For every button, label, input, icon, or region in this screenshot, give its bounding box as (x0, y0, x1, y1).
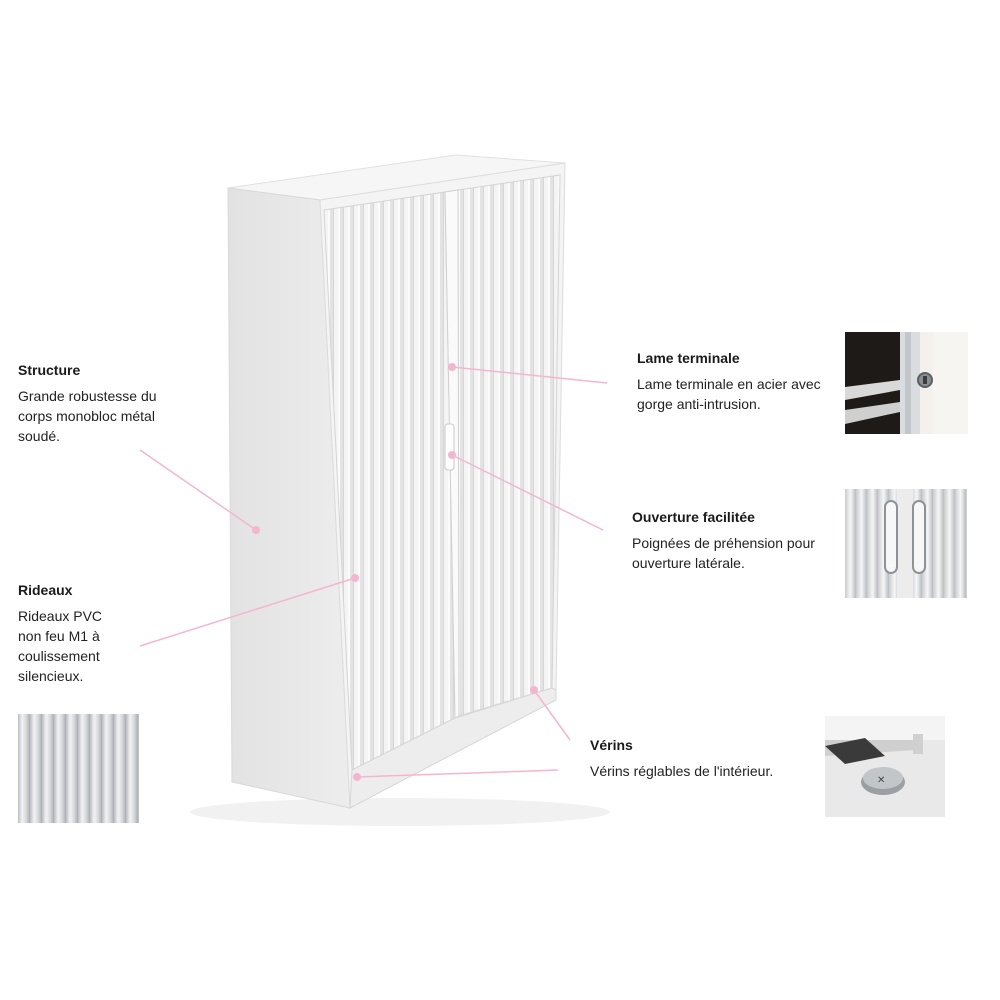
callout-line-lame (451, 366, 608, 384)
handle-detail-icon (845, 489, 967, 598)
feature-lame-terminale: Lame terminale Lame terminale en acier a… (637, 350, 827, 414)
floor-shadow (190, 798, 610, 826)
feature-description: Grande robustesse du corps monobloc méta… (18, 388, 157, 444)
feature-title: Vérins (590, 737, 633, 753)
callout-dot (448, 363, 456, 371)
callout-dot (351, 574, 359, 582)
callout-dot (252, 526, 260, 534)
callout-line-structure (139, 449, 257, 531)
callout-dot (353, 773, 361, 781)
feature-description: Rideaux PVC non feu M1 à coulissement si… (18, 608, 103, 684)
feature-title: Structure (18, 362, 81, 378)
callout-dot (448, 451, 456, 459)
feature-title: Lame terminale (637, 350, 740, 366)
feature-verins: Vérins Vérins réglables de l'intérieur. (590, 737, 820, 781)
lock-detail-icon (845, 332, 968, 434)
feature-description: Poignées de préhension pour ouverture la… (632, 535, 815, 571)
feature-rideaux: Rideaux Rideaux PVC non feu M1 à couliss… (18, 582, 128, 686)
feature-description: Lame terminale en acier avec gorge anti-… (637, 376, 821, 412)
feature-title: Ouverture facilitée (632, 509, 755, 525)
feature-description: Vérins réglables de l'intérieur. (590, 763, 774, 779)
cabinet-plinth (349, 687, 557, 809)
feature-title: Rideaux (18, 582, 73, 598)
leveling-foot-detail-thumbnail: ✕ (825, 716, 945, 817)
callout-dot (530, 686, 538, 694)
feature-ouverture-facilitee: Ouverture facilitée Poignées de préhensi… (632, 509, 822, 573)
handle-detail-on-cabinet (444, 423, 455, 471)
callout-line-ouverture (451, 454, 604, 531)
feature-structure: Structure Grande robustesse du corps mon… (18, 362, 168, 446)
svg-text:✕: ✕ (877, 775, 885, 786)
callout-line-rideaux (139, 577, 356, 647)
leveling-foot-detail-icon: ✕ (825, 716, 945, 817)
pvc-slat-texture-icon (18, 714, 139, 823)
curtain-right (457, 174, 561, 717)
handle-detail-thumbnail (845, 489, 967, 598)
pvc-slat-texture-thumbnail (18, 714, 139, 823)
callout-line-verins-base (356, 769, 559, 778)
lock-detail-thumbnail (845, 332, 968, 434)
callout-line-verins-foot (533, 689, 571, 741)
